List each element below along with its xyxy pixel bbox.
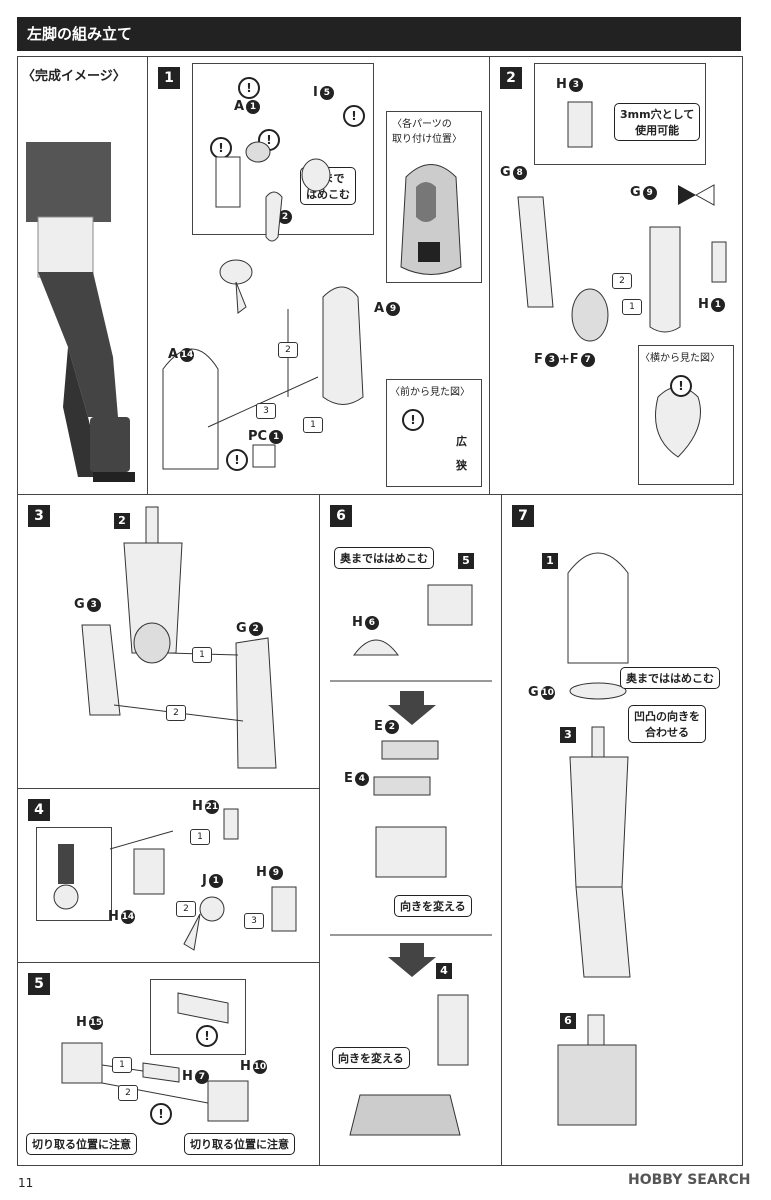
step2-parts	[517, 101, 727, 458]
ref-step-3: 3	[560, 727, 576, 743]
step-number: 5	[28, 973, 50, 995]
positions-title: 〈各パーツの 取り付け位置〉	[392, 119, 462, 145]
completed-leg-illustration	[26, 142, 135, 482]
caution-icon: !	[196, 1025, 218, 1047]
arrow-step-1: 1	[622, 299, 642, 315]
arrow-step-2: 2	[166, 705, 186, 721]
step1-positions-inset	[386, 111, 482, 283]
step5-parts	[61, 992, 249, 1122]
ref-step-4: 4	[436, 963, 452, 979]
page-title: 左脚の組み立て	[27, 25, 133, 43]
arrow-step-1: 1	[192, 647, 212, 663]
title-bar: 左脚の組み立て	[17, 17, 741, 51]
caution-icon: !	[238, 77, 260, 99]
ref-step-2: 2	[114, 513, 130, 529]
arrow-step-3: 3	[244, 913, 264, 929]
cut-warning-1: 切り取る位置に注意	[26, 1133, 137, 1155]
step3-parts	[81, 506, 277, 769]
narrow-label: 狭	[456, 459, 467, 472]
arrow-step-2: 2	[176, 901, 196, 917]
step5-inset	[150, 979, 246, 1055]
step2-inset-top	[534, 63, 706, 165]
ref-step-6: 6	[560, 1013, 576, 1029]
step-number: 2	[500, 67, 522, 89]
arrow-step-1: 1	[303, 417, 323, 433]
front-view-title: 〈前から見た図〉	[390, 387, 470, 398]
caution-icon: !	[670, 375, 692, 397]
caution-icon: !	[226, 449, 248, 471]
arrow-step-1: 1	[112, 1057, 132, 1073]
turn-bubble-1: 向きを変える	[394, 895, 472, 917]
step-number: 4	[28, 799, 50, 821]
positions-illustration	[400, 164, 462, 275]
ref-step-1: 1	[542, 553, 558, 569]
cut-warning-2: 切り取る位置に注意	[184, 1133, 295, 1155]
front-view-inset	[386, 379, 482, 487]
completed-label: 〈完成イメージ〉	[22, 69, 126, 84]
push-bubble: 奥までははめこむ	[620, 667, 720, 689]
caution-icon: !	[150, 1103, 172, 1125]
step4-parts	[53, 808, 297, 951]
panel-step-1: 1 ! A1 I5 ! ! ! A2 奥まで はめこむ 〈各パーツの 取り付け位…	[147, 56, 491, 496]
page-number: 11	[18, 1176, 34, 1190]
watermark: HOBBY SEARCH	[628, 1172, 751, 1188]
align-bubble: 凹凸の向きを 合わせる	[628, 705, 706, 743]
arrow-step-2: 2	[612, 273, 632, 289]
arrow-step-2: 2	[278, 342, 298, 358]
step-number: 7	[512, 505, 534, 527]
step-number: 6	[330, 505, 352, 527]
panel-completed-image: 〈完成イメージ〉	[17, 56, 149, 496]
side-view-inset	[638, 345, 734, 485]
step7-parts	[557, 552, 637, 1126]
step4-inset	[36, 827, 112, 921]
push-bubble: 奥までははめこむ	[334, 547, 434, 569]
arrow-step-1: 1	[190, 829, 210, 845]
caution-icon: !	[402, 409, 424, 431]
step-number: 1	[158, 67, 180, 89]
step6-parts	[330, 584, 492, 1136]
side-view-title: 〈横から見た図〉	[640, 353, 720, 364]
arrow-step-2: 2	[118, 1085, 138, 1101]
ref-step-5: 5	[458, 553, 474, 569]
caution-icon: !	[210, 137, 232, 159]
step1-inset-top	[192, 63, 374, 235]
caution-icon: !	[343, 105, 365, 127]
step-number: 3	[28, 505, 50, 527]
arrow-step-3: 3	[256, 403, 276, 419]
hole-bubble: 3mm穴として 使用可能	[614, 103, 701, 141]
wide-label: 広	[456, 435, 467, 448]
turn-bubble-2: 向きを変える	[332, 1047, 410, 1069]
